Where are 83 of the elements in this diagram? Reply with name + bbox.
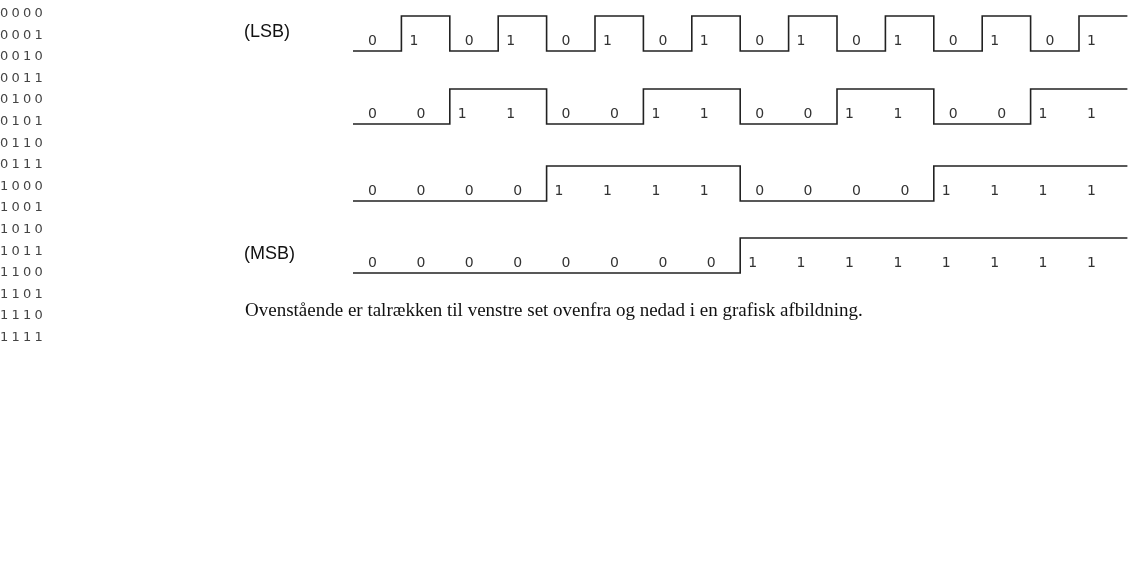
bit-label: 1: [1087, 254, 1096, 270]
bit-label: 1: [1038, 105, 1048, 121]
bit-label: 1: [457, 105, 467, 121]
bit-label: 0: [368, 254, 377, 270]
bit-label: 0: [755, 105, 765, 121]
bit-label: 0: [610, 105, 619, 121]
bit-label: 1: [990, 254, 1000, 270]
bit-label: 0: [900, 182, 910, 198]
binary-number: 0001: [0, 26, 46, 43]
bit-label: 0: [852, 32, 861, 48]
binary-number: 0010: [0, 48, 46, 65]
binary-number: 0100: [0, 91, 46, 108]
binary-number: 1100: [0, 264, 46, 281]
binary-number: 0101: [0, 113, 46, 129]
bit-label: 0: [610, 254, 619, 270]
bit-label: 0: [1045, 32, 1055, 48]
bit-label: 1: [651, 105, 661, 121]
bit-label: 1: [893, 32, 903, 48]
bit-label: 0: [416, 182, 426, 198]
binary-number: 1110: [0, 307, 46, 324]
bit-label: 0: [948, 105, 958, 121]
bit-label: 1: [748, 254, 758, 270]
bit-label: 0: [513, 182, 523, 198]
bit-label: 0: [368, 182, 377, 198]
bit-label: 1: [699, 182, 709, 198]
bit-label: 0: [368, 105, 377, 121]
bit-label: 1: [845, 254, 854, 270]
bit-label: 0: [706, 254, 716, 270]
bit-label: 0: [416, 254, 426, 270]
bit-label: 0: [513, 254, 523, 270]
bit-label: 0: [755, 182, 765, 198]
bit-label: 1: [603, 182, 612, 198]
binary-number: 0111: [0, 156, 46, 173]
bit-label: 0: [368, 32, 377, 48]
binary-number: 1001: [0, 199, 46, 216]
bit-label: 1: [506, 105, 516, 121]
binary-number: 0011: [0, 69, 46, 86]
bit-label: 1: [603, 32, 612, 48]
caption-text: Ovenstående er talrækken til venstre set ovenfra og nedad i en grafisk afbildning.: [245, 298, 864, 322]
binary-number: 1111: [0, 329, 46, 345]
bit-label: 1: [990, 32, 1000, 48]
bit-label: 1: [893, 254, 903, 270]
bit-label: 1: [699, 105, 709, 121]
bit-label: 1: [1087, 182, 1096, 198]
bit-label: 0: [561, 32, 571, 48]
bit-label: 0: [658, 254, 668, 270]
bit-label: 0: [852, 182, 861, 198]
bit-label: 0: [464, 32, 474, 48]
bit-label: 0: [997, 105, 1007, 121]
binary-number: 1011: [0, 242, 46, 259]
bit-label: 0: [416, 105, 426, 121]
bit-label: 1: [1087, 32, 1096, 48]
bit-label: 0: [464, 182, 474, 198]
binary-number: 0110: [0, 134, 46, 151]
bit-label: 0: [464, 254, 474, 270]
binary-number: 1000: [0, 177, 46, 194]
bit-label: 1: [651, 182, 661, 198]
bit-label: 0: [755, 32, 765, 48]
signal-label: (LSB): [244, 21, 290, 41]
bit-label: 0: [803, 182, 813, 198]
bit-label: 1: [796, 254, 806, 270]
bit-label: 1: [796, 32, 806, 48]
bit-label: 1: [941, 254, 951, 270]
bit-label: 1: [1087, 105, 1096, 121]
bit-label: 1: [699, 32, 709, 48]
bit-label: 1: [990, 182, 1000, 198]
bit-label: 0: [803, 105, 813, 121]
bit-label: 1: [845, 105, 854, 121]
bit-label: 0: [948, 32, 958, 48]
bit-label: 1: [1038, 182, 1048, 198]
bit-label: 0: [658, 32, 668, 48]
bit-label: 1: [506, 32, 516, 48]
binary-number: 1010: [0, 221, 46, 237]
bit-label: 1: [1038, 254, 1048, 270]
bit-label: 1: [409, 32, 419, 48]
bit-label: 0: [561, 254, 571, 270]
signal-label: (MSB): [244, 243, 295, 263]
bit-label: 1: [893, 105, 903, 121]
bit-label: 1: [941, 182, 951, 198]
binary-number: 1101: [0, 285, 46, 302]
binary-number: 0000: [0, 5, 46, 21]
bit-label: 1: [554, 182, 564, 198]
bit-label: 0: [561, 105, 571, 121]
